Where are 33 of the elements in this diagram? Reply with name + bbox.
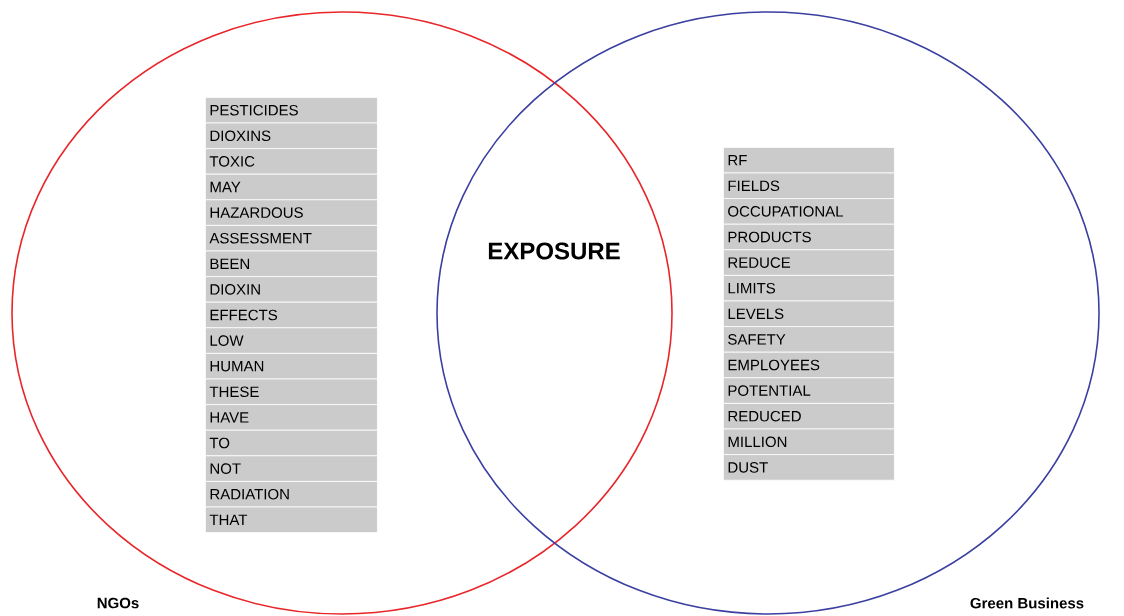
word-cell: MILLION — [723, 428, 895, 455]
word-cell: BEEN — [205, 250, 378, 277]
word-cell: EFFECTS — [205, 301, 378, 329]
word-cell: DIOXINS — [205, 122, 378, 149]
overlap-label: EXPOSURE — [488, 242, 620, 260]
word-cell: FIELDS — [723, 172, 895, 199]
word-cell: ASSESSMENT — [205, 225, 378, 252]
circle-label: Green Business — [970, 597, 1084, 609]
word-cell: LEVELS — [723, 300, 895, 327]
word-cell: HAZARDOUS — [205, 199, 378, 226]
word-cell: RF — [723, 147, 895, 174]
word-cell: DIOXIN — [205, 276, 378, 303]
word-cell: POTENTIAL — [723, 377, 895, 404]
word-cell: OCCUPATIONAL — [723, 198, 895, 225]
word-cell: THESE — [205, 378, 378, 405]
word-cell: NOT — [205, 455, 378, 482]
word-cell: PESTICIDES — [205, 97, 378, 124]
word-cell: LIMITS — [723, 275, 895, 302]
word-cell: PRODUCTS — [723, 223, 895, 251]
word-cell: EMPLOYEES — [723, 351, 895, 379]
word-cell: HAVE — [205, 404, 378, 431]
word-cell: TOXIC — [205, 148, 378, 175]
word-cell: HUMAN — [205, 353, 378, 380]
circle-label: NGOs — [97, 597, 139, 609]
word-cell: TO — [205, 429, 378, 457]
word-cell: REDUCE — [723, 249, 895, 276]
word-cell: THAT — [205, 506, 378, 533]
word-cell: MAY — [205, 173, 378, 201]
word-cell: SAFETY — [723, 326, 895, 353]
word-cell: REDUCED — [723, 403, 895, 430]
word-cell: DUST — [723, 454, 895, 481]
word-cell: LOW — [205, 327, 378, 354]
word-cell: RADIATION — [205, 481, 378, 508]
